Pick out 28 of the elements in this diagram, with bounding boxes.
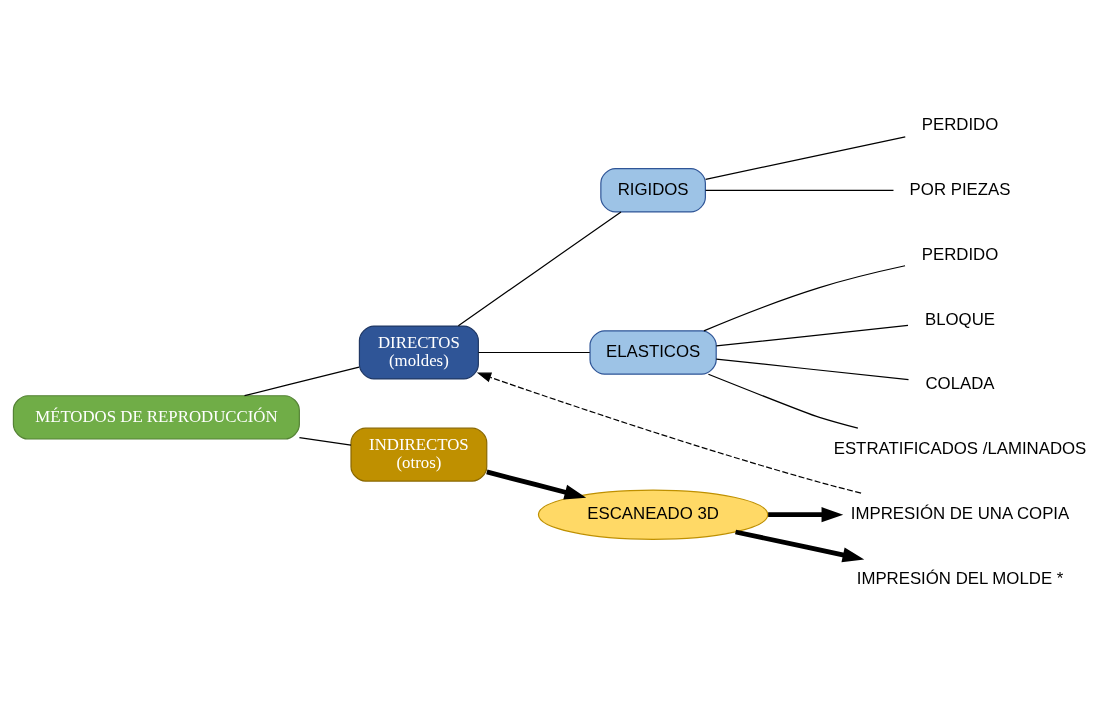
- node-text: COLADA: [925, 373, 995, 393]
- arrow: [768, 506, 844, 522]
- arrow: [735, 529, 865, 562]
- node-text: IMPRESIÓN DEL MOLDE *: [856, 568, 1064, 588]
- connector: [703, 264, 906, 331]
- node-ellipse: ESCANEADO 3D: [537, 488, 769, 540]
- connector: [715, 324, 909, 346]
- node-text: ESTRATIFICADOS /LAMINADOS: [833, 438, 1087, 458]
- node-box: INDIRECTOS (otros): [350, 427, 488, 482]
- connector: [298, 436, 352, 446]
- node-text: BLOQUE: [925, 309, 996, 329]
- connector: [705, 135, 906, 180]
- connector: [705, 189, 895, 191]
- connector: [243, 366, 360, 396]
- connector: [457, 210, 622, 326]
- arrow: [476, 372, 862, 494]
- node-text: PERDIDO: [921, 114, 999, 134]
- node-text: POR PIEZAS: [909, 179, 1011, 199]
- node-box: ELASTICOS: [589, 329, 717, 375]
- connector: [707, 373, 859, 429]
- node-box: RIGIDOS: [600, 167, 706, 213]
- connector: [477, 351, 591, 353]
- connector: [715, 358, 910, 380]
- arrow: [486, 469, 587, 500]
- node-text: PERDIDO: [921, 244, 999, 264]
- node-box: DIRECTOS (moldes): [358, 324, 479, 380]
- node-box: MÉTODOS DE REPRODUCCIÓN: [12, 394, 300, 440]
- node-text: IMPRESIÓN DE UNA COPIA: [850, 503, 1070, 523]
